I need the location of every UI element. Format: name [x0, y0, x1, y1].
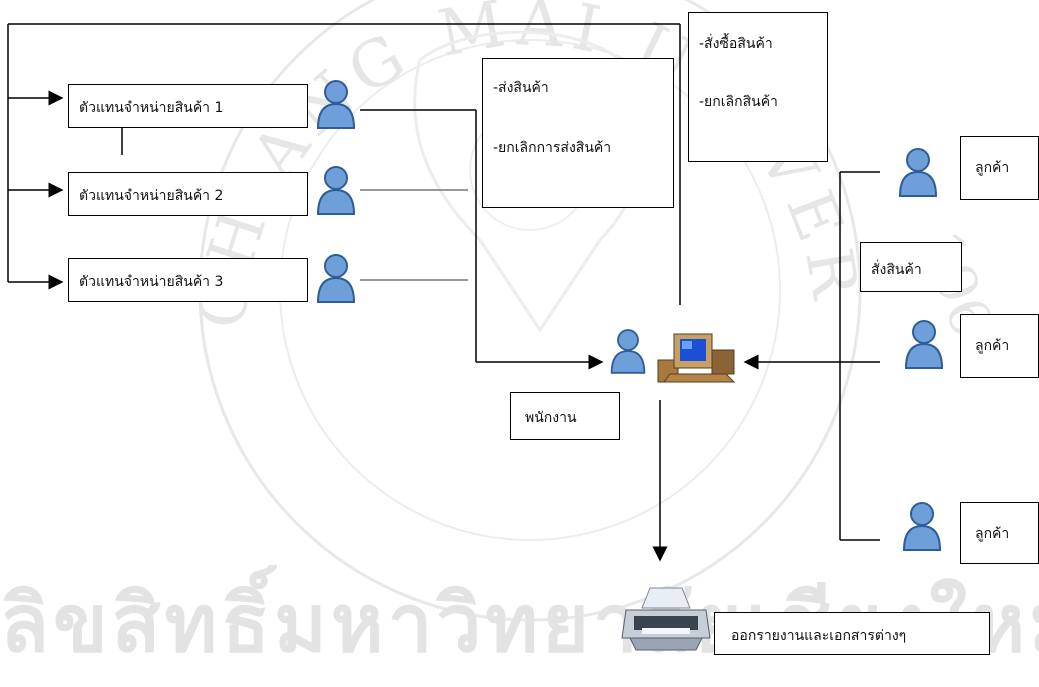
customer-3-user-icon: [902, 502, 942, 551]
customer-box-1: ลูกค้า: [960, 136, 1039, 200]
staff-label: พนักงาน: [525, 410, 577, 426]
dealer-box-2: ตัวแทนจำหน่ายสินค้า 2: [68, 172, 308, 216]
dealer-action-cancel-ship: -ยกเลิกการส่งสินค้า: [493, 140, 612, 156]
customer-label: ลูกค้า: [975, 526, 1010, 542]
dealer-2-user-icon: [316, 166, 356, 215]
customer-label: ลูกค้า: [975, 338, 1010, 354]
customer-1-user-icon: [898, 148, 938, 197]
order-action-purchase: -สั่งซื้อสินค้า: [699, 36, 773, 52]
dealer-1-user-icon: [316, 80, 356, 129]
customer-order-box: สั่งสินค้า: [860, 242, 962, 292]
customer-order-label: สั่งสินค้า: [871, 262, 922, 278]
connector-lines: [7, 23, 880, 562]
dealer-actions-box: -ส่งสินค้า -ยกเลิกการส่งสินค้า: [482, 58, 674, 208]
printer-icon: [621, 587, 711, 651]
dealer-box-3: ตัวแทนจำหน่ายสินค้า 3: [68, 258, 308, 302]
order-actions-box: -สั่งซื้อสินค้า -ยกเลิกสินค้า: [688, 12, 828, 162]
report-label: ออกรายงานและเอกสารต่างๆ: [731, 628, 907, 644]
customer-box-3: ลูกค้า: [960, 502, 1039, 564]
dealer-box-1: ตัวแทนจำหน่ายสินค้า 1: [68, 84, 308, 128]
staff-user-icon: [610, 329, 646, 374]
dealer-label: ตัวแทนจำหน่ายสินค้า 2: [79, 188, 224, 204]
customer-label: ลูกค้า: [975, 160, 1010, 176]
customer-2-user-icon: [904, 320, 944, 369]
diagram-canvas: CHIANG MAI UNIVERSITY 1964 ลิขสิทธิ์มหาว…: [0, 0, 1039, 670]
dealer-label: ตัวแทนจำหน่ายสินค้า 3: [79, 274, 224, 290]
customer-box-2: ลูกค้า: [960, 314, 1039, 378]
dealer-3-user-icon: [316, 254, 356, 303]
order-action-cancel: -ยกเลิกสินค้า: [699, 94, 778, 110]
report-box: ออกรายงานและเอกสารต่างๆ: [714, 612, 990, 655]
dealer-action-ship: -ส่งสินค้า: [493, 80, 549, 96]
dealer-label: ตัวแทนจำหน่ายสินค้า 1: [79, 100, 224, 116]
staff-box: พนักงาน: [510, 392, 620, 440]
computer-icon: [657, 333, 736, 383]
